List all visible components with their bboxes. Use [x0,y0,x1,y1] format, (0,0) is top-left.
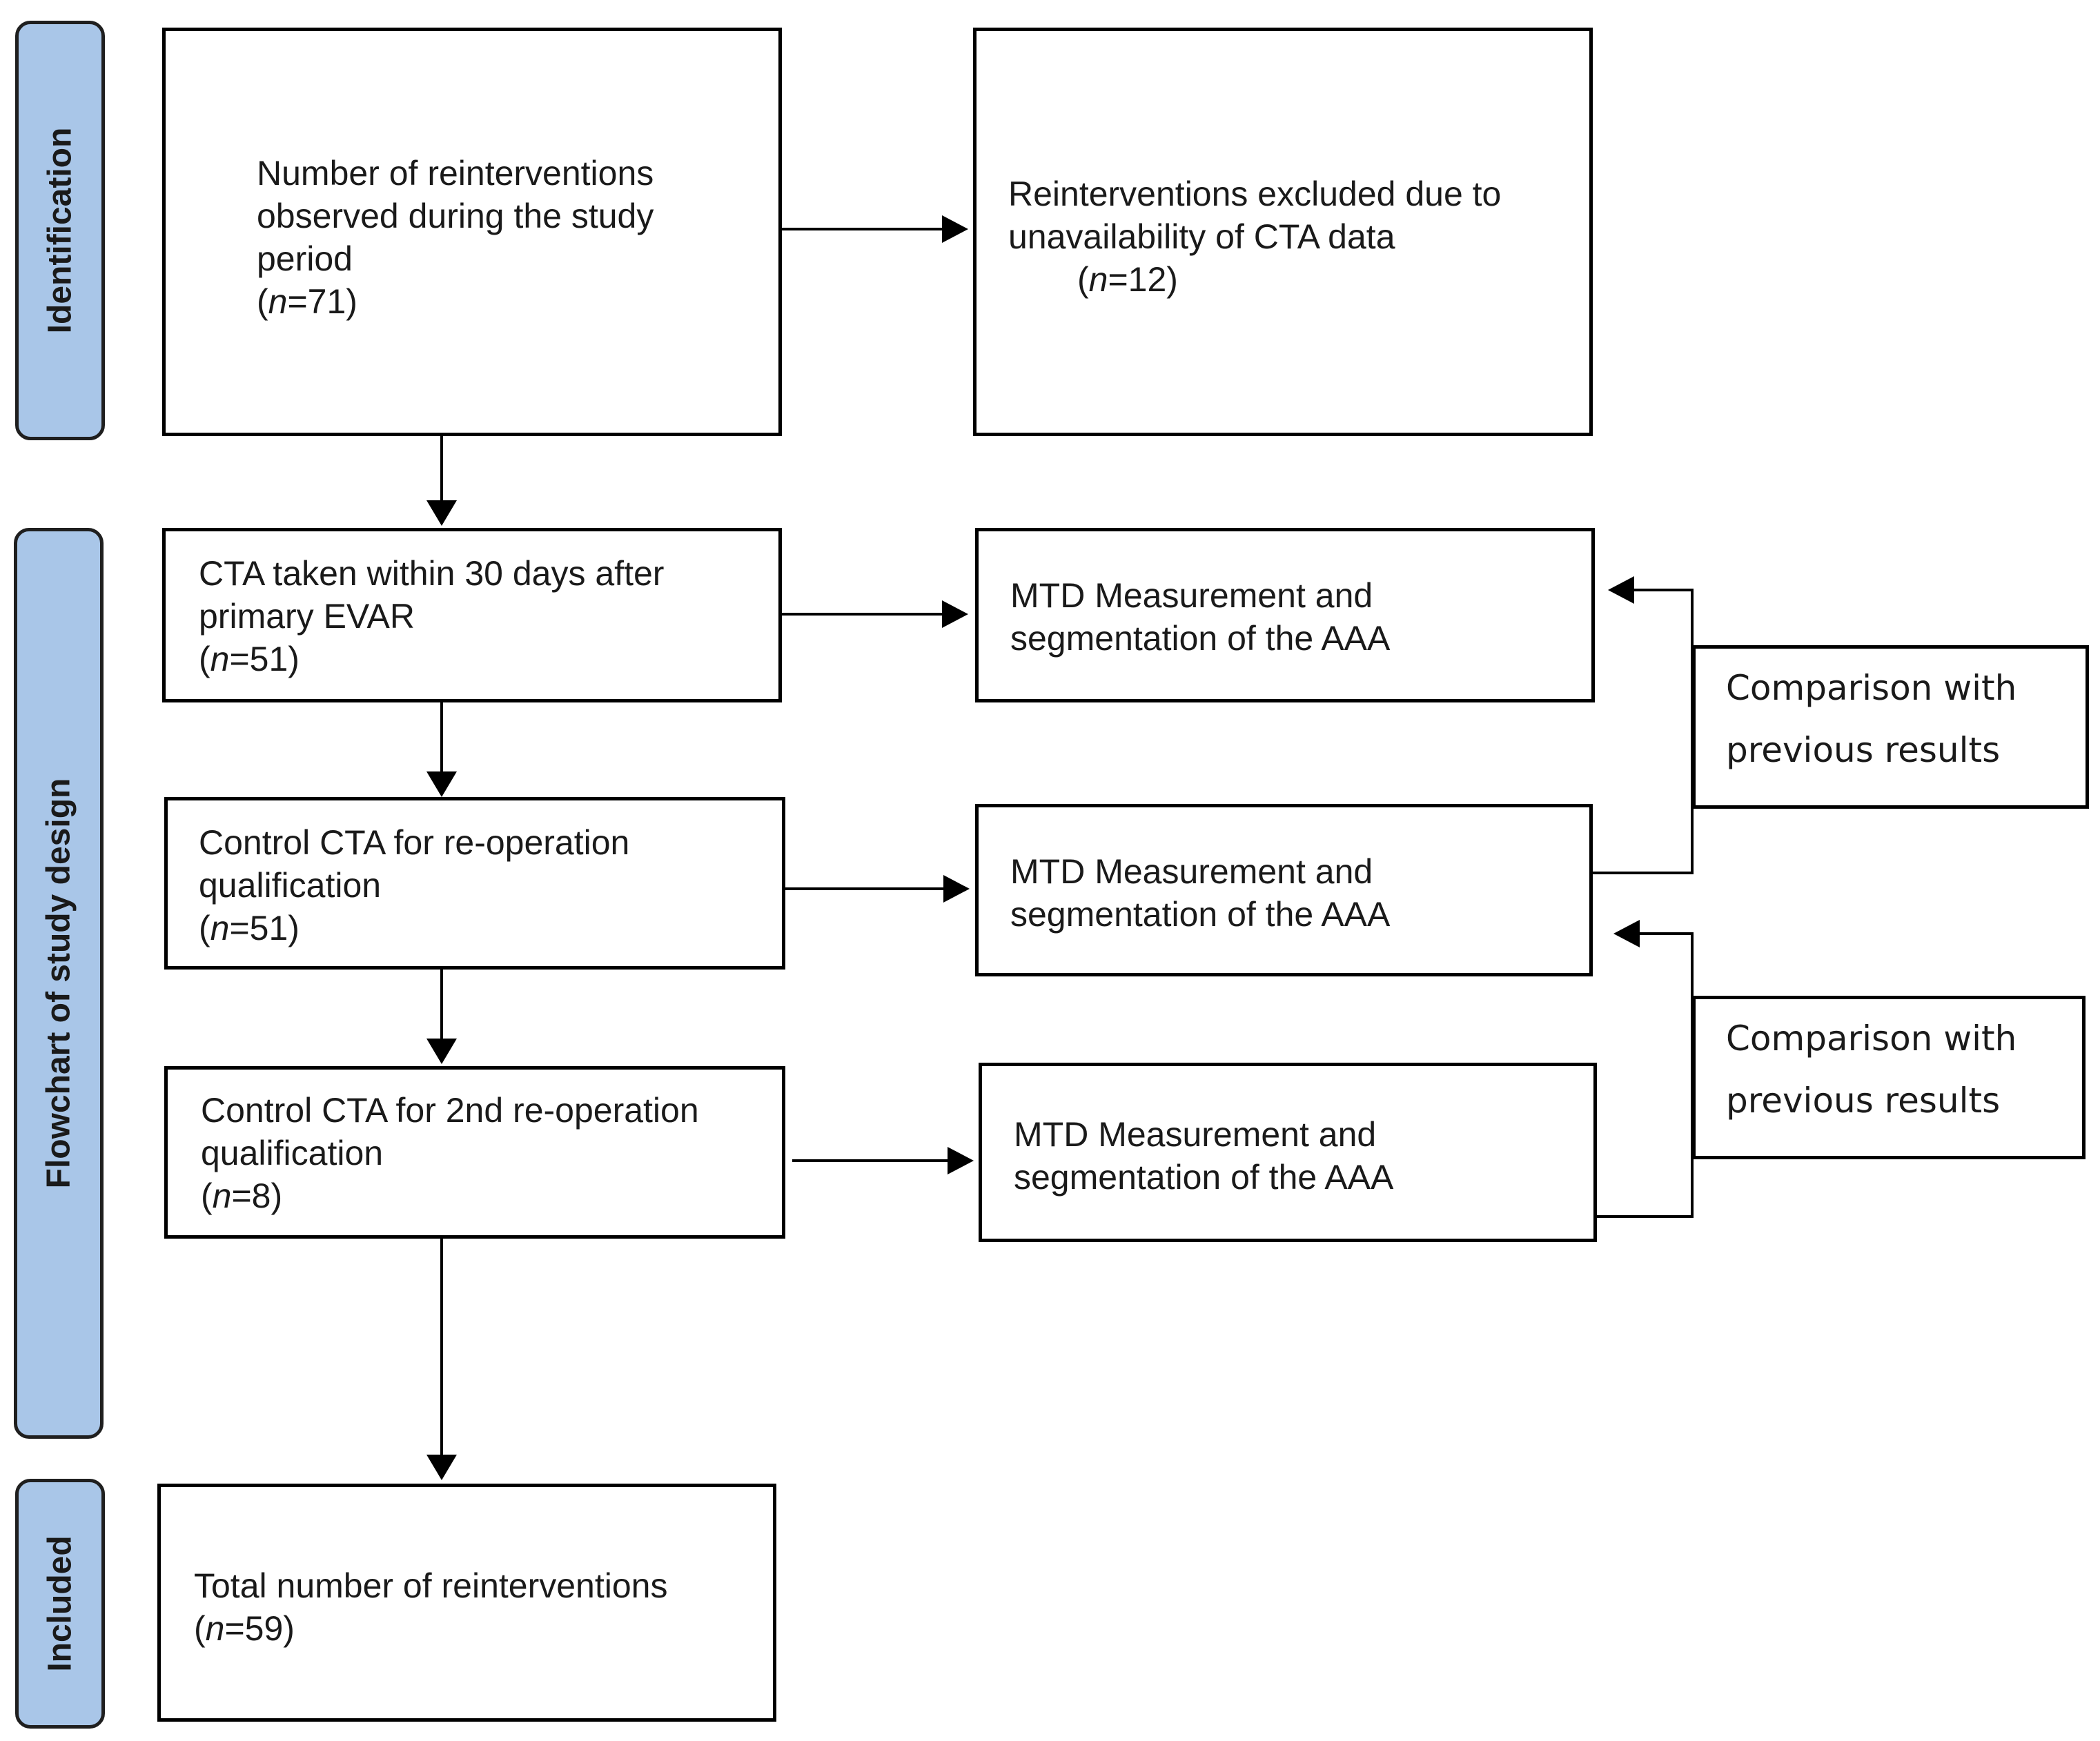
phase-identification-label: Identification [41,127,79,334]
comparison1-line-1: Comparison with [1726,668,2017,708]
box-control-cta-reop-text: Control CTA for re-operation qualificati… [199,821,629,950]
arrowhead-observed-to-cta30 [426,500,457,526]
box-comparison-2: Comparison with previous results [1692,996,2086,1159]
phase-study-design: Flowchart of study design [14,528,104,1439]
box-mtd-3-text: MTD Measurement and segmentation of the … [1014,1113,1393,1199]
mtd3-line-2: segmentation of the AAA [1014,1158,1394,1197]
arrowhead-control2-to-total [426,1455,457,1480]
box-control-cta-reop: Control CTA for re-operation qualificati… [164,797,785,970]
feedback-mtd3-to-mtd2 [1597,932,1694,1218]
arrowhead-cta30-to-control [426,771,457,797]
box-control-cta-2nd-reop: Control CTA for 2nd re-operation qualifi… [164,1066,785,1239]
box-comparison-2-text: Comparison with previous results [1726,1007,2016,1132]
box-cta-30-days: CTA taken within 30 days after primary E… [162,528,782,702]
control2-line-2: qualification [201,1134,384,1172]
phase-identification: Identification [15,21,105,440]
box-total-included: Total number of reinterventions (n=59) [157,1484,776,1722]
control-count: (n=51) [199,909,300,947]
observed-line-1: Number of reinterventions [257,154,654,193]
cta30-line-2: primary EVAR [199,597,415,636]
phase-included-label: Included [41,1535,79,1672]
total-count: (n=59) [194,1609,295,1648]
mtd1-line-1: MTD Measurement and [1010,576,1373,615]
control2-count: (n=8) [201,1177,283,1215]
excluded-line-1: Reinterventions excluded due to [1008,175,1502,213]
box-mtd-2: MTD Measurement and segmentation of the … [975,804,1593,976]
comparison2-line-2: previous results [1726,1081,2001,1121]
mtd3-line-1: MTD Measurement and [1014,1115,1377,1154]
comparison2-line-1: Comparison with [1726,1019,2017,1059]
mtd1-line-2: segmentation of the AAA [1010,619,1391,658]
phase-study-design-label: Flowchart of study design [40,778,77,1189]
excluded-count: (n=12) [1077,260,1178,299]
comparison1-line-2: previous results [1726,730,2001,770]
feedback-mtd2-to-mtd1 [1593,589,1694,874]
phase-included: Included [15,1479,105,1729]
control-line-1: Control CTA for re-operation [199,823,630,862]
arrowhead-feedback-mtd1 [1608,576,1634,604]
cta30-count: (n=51) [199,640,300,678]
box-total-included-text: Total number of reinterventions (n=59) [194,1564,667,1650]
cta30-line-1: CTA taken within 30 days after [199,554,665,593]
arrowhead-observed-to-excluded [942,215,968,243]
arrowhead-feedback-mtd2 [1613,920,1640,947]
control2-line-1: Control CTA for 2nd re-operation [201,1091,699,1130]
arrowhead-control2-to-mtd3 [948,1147,974,1174]
box-comparison-1-text: Comparison with previous results [1726,657,2016,781]
box-cta-30-days-text: CTA taken within 30 days after primary E… [199,552,664,680]
box-excluded-text: Reinterventions excluded due to unavaila… [1008,173,1501,301]
observed-count: (n=71) [257,282,357,321]
box-comparison-1: Comparison with previous results [1692,645,2089,809]
arrowhead-control-to-mtd2 [943,875,970,903]
box-mtd-3: MTD Measurement and segmentation of the … [979,1063,1597,1242]
box-control-cta-2nd-reop-text: Control CTA for 2nd re-operation qualifi… [201,1089,699,1217]
box-excluded: Reinterventions excluded due to unavaila… [973,28,1593,436]
box-reinterventions-observed-text: Number of reinterventions observed durin… [257,152,654,323]
mtd2-line-2: segmentation of the AAA [1010,895,1391,934]
observed-line-2: observed during the study [257,197,654,235]
arrowhead-cta30-to-mtd1 [942,600,968,628]
box-mtd-2-text: MTD Measurement and segmentation of the … [1010,850,1390,936]
box-mtd-1: MTD Measurement and segmentation of the … [975,528,1595,702]
mtd2-line-1: MTD Measurement and [1010,852,1373,891]
observed-line-3: period [257,239,353,278]
control-line-2: qualification [199,866,382,905]
box-reinterventions-observed: Number of reinterventions observed durin… [162,28,782,436]
total-line-1: Total number of reinterventions [194,1566,668,1605]
excluded-line-2: unavailability of CTA data [1008,217,1395,256]
box-mtd-1-text: MTD Measurement and segmentation of the … [1010,574,1390,660]
arrowhead-control-to-control2 [426,1039,457,1064]
